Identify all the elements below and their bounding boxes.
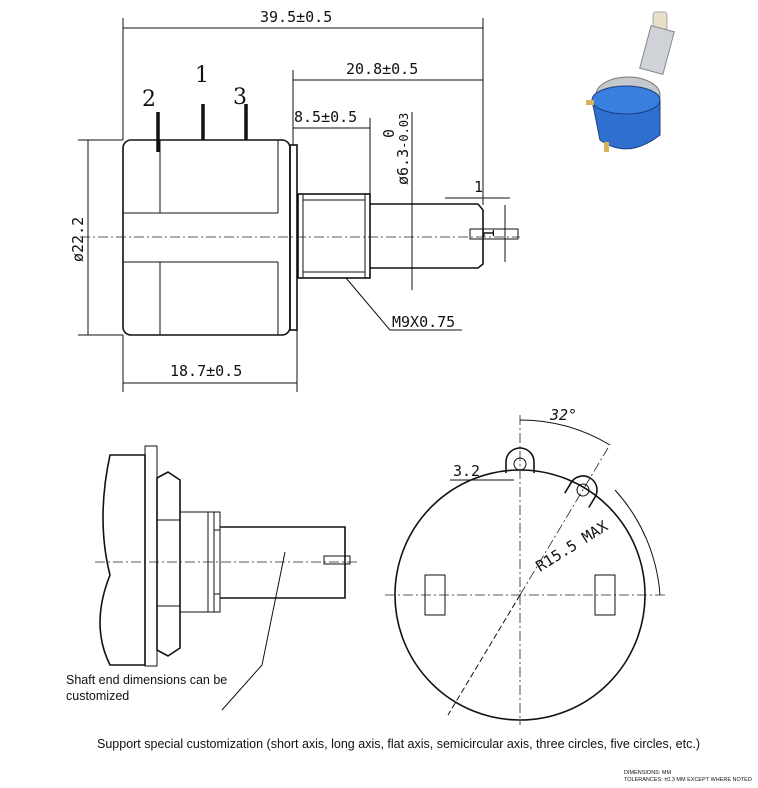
shaft-diameter-dim: ø6.3-0.03 bbox=[394, 113, 412, 185]
customization-note: Support special customization (short axi… bbox=[97, 737, 700, 751]
body-diameter-dim: ø22.2 bbox=[69, 217, 87, 262]
body-outline bbox=[122, 139, 291, 336]
bushing bbox=[297, 193, 371, 279]
pin-label-1: 1 bbox=[195, 63, 209, 88]
shaft-slot bbox=[469, 228, 519, 240]
shaft-note-line1: Shaft end dimensions can be bbox=[66, 673, 227, 687]
tolerances-note: TOLERANCES: ±0.3 MM EXCEPT WHERE NOTED bbox=[624, 777, 752, 783]
top-view: 2 1 3 39.5±0.5 20.8±0.5 8.5±0.5 ø6.3-0.0… bbox=[69, 8, 520, 392]
overall-length-dim: 39.5±0.5 bbox=[260, 8, 332, 26]
thread-label: M9X0.75 bbox=[392, 313, 455, 331]
front-view: 32° 3.2 R15.5 MAX bbox=[385, 406, 665, 725]
shaft-note-line2: customized bbox=[66, 689, 129, 703]
shaft bbox=[370, 203, 484, 269]
shaft-tolerance-upper: 0 bbox=[380, 129, 398, 138]
pin-label-2: 2 bbox=[142, 87, 156, 112]
dimensions-unit: DIMENSIONS: MM bbox=[624, 770, 671, 776]
slot-width-dim: 1 bbox=[474, 178, 483, 196]
radius-dim: R15.5 MAX bbox=[533, 517, 611, 575]
bushing-length-dim: 8.5±0.5 bbox=[294, 108, 357, 126]
flange bbox=[289, 144, 298, 331]
product-photo bbox=[586, 11, 675, 152]
body-length-dim: 18.7±0.5 bbox=[170, 362, 242, 380]
pin-label-3: 3 bbox=[233, 85, 247, 110]
shaft-length-dim: 20.8±0.5 bbox=[346, 60, 418, 78]
slot-depth-dim: 1 bbox=[480, 229, 498, 238]
side-view: Shaft end dimensions can be customized bbox=[66, 445, 360, 711]
angle-dim: 32° bbox=[549, 406, 577, 424]
lug-hole-dim: 3.2 bbox=[453, 462, 480, 480]
